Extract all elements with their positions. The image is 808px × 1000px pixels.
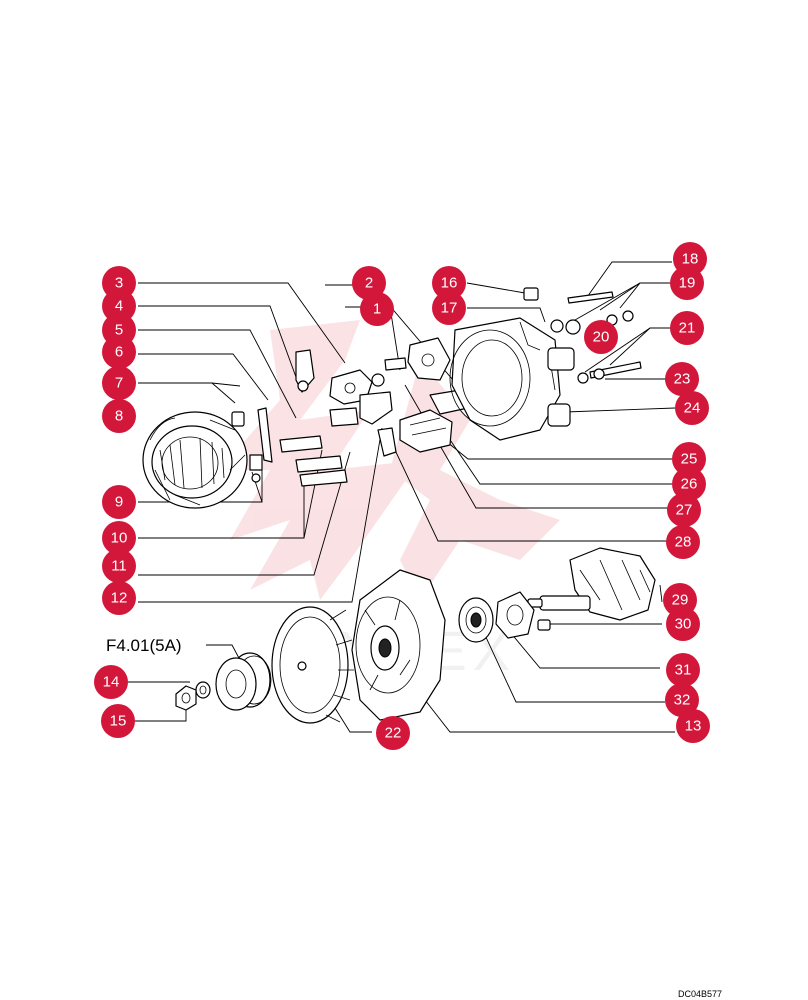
callout-6: 6: [102, 335, 136, 369]
svg-text:31: 31: [675, 662, 692, 679]
callout-9: 9: [102, 485, 136, 519]
fan: [271, 606, 354, 724]
callout-10: 10: [102, 521, 136, 555]
svg-text:18: 18: [682, 251, 699, 268]
callout-21: 21: [670, 311, 704, 345]
svg-text:4: 4: [115, 298, 123, 315]
svg-text:3: 3: [115, 275, 123, 292]
callout-15: 15: [101, 704, 135, 738]
svg-text:26: 26: [681, 476, 698, 493]
svg-text:30: 30: [675, 616, 692, 633]
svg-text:20: 20: [593, 329, 610, 346]
svg-text:10: 10: [111, 530, 128, 547]
bearing-and-plate: [458, 591, 535, 643]
callout-7: 7: [102, 366, 136, 400]
callout-2: 2: [352, 266, 386, 300]
rectifier-assembly: [399, 337, 469, 453]
svg-text:8: 8: [115, 408, 123, 425]
callout-22: 22: [376, 716, 410, 750]
assembly-reference-label: F4.01(5A): [106, 636, 182, 655]
svg-text:28: 28: [675, 534, 692, 551]
svg-text:1: 1: [373, 301, 381, 318]
svg-text:9: 9: [115, 494, 123, 511]
callout-19: 19: [670, 266, 704, 300]
callout-11: 11: [102, 549, 136, 583]
svg-text:27: 27: [676, 502, 693, 519]
svg-text:5: 5: [115, 322, 123, 339]
callout-8: 8: [102, 399, 136, 433]
svg-text:17: 17: [441, 300, 458, 317]
svg-text:23: 23: [674, 371, 691, 388]
svg-text:29: 29: [672, 592, 689, 609]
svg-text:32: 32: [674, 692, 691, 709]
svg-text:25: 25: [681, 451, 698, 468]
svg-text:13: 13: [685, 718, 702, 735]
rear-housing: [449, 317, 575, 441]
svg-text:16: 16: [441, 275, 458, 292]
callout-27: 27: [667, 493, 701, 527]
callout-markers: 1 2 3 4 5 6 7 8 9 10 11 12 13 14 15 16 1…: [94, 242, 710, 750]
svg-text:11: 11: [111, 558, 127, 575]
callout-14: 14: [94, 665, 128, 699]
svg-text:21: 21: [679, 320, 696, 337]
callout-32: 32: [665, 683, 699, 717]
stator-part: [142, 411, 248, 509]
callout-16: 16: [432, 266, 466, 300]
front-housing: [351, 569, 446, 721]
small-hardware-left: [231, 349, 348, 487]
callout-4: 4: [102, 289, 136, 323]
callout-31: 31: [666, 653, 700, 687]
brackets-middle: [329, 357, 407, 457]
callout-26: 26: [672, 467, 706, 501]
callout-25: 25: [672, 442, 706, 476]
callout-13: 13: [676, 709, 710, 743]
callout-24: 24: [675, 391, 709, 425]
svg-text:24: 24: [684, 400, 701, 417]
svg-text:2: 2: [365, 275, 373, 292]
callout-12: 12: [102, 581, 136, 615]
svg-text:19: 19: [679, 275, 696, 292]
pulley-assembly: [175, 652, 272, 711]
svg-text:15: 15: [110, 713, 127, 730]
svg-text:12: 12: [111, 590, 128, 607]
callout-23: 23: [665, 362, 699, 396]
rotor-assembly: [527, 547, 656, 631]
svg-text:22: 22: [385, 725, 402, 742]
callout-1: 1: [360, 292, 394, 326]
document-code: DC04B577: [678, 989, 722, 999]
screws-upper-right: [523, 287, 642, 384]
svg-text:6: 6: [115, 344, 123, 361]
callout-28: 28: [666, 525, 700, 559]
svg-text:14: 14: [103, 674, 120, 691]
svg-text:7: 7: [115, 375, 123, 392]
callout-30: 30: [666, 607, 700, 641]
callout-20: 20: [584, 320, 618, 354]
callout-17: 17: [432, 291, 466, 325]
